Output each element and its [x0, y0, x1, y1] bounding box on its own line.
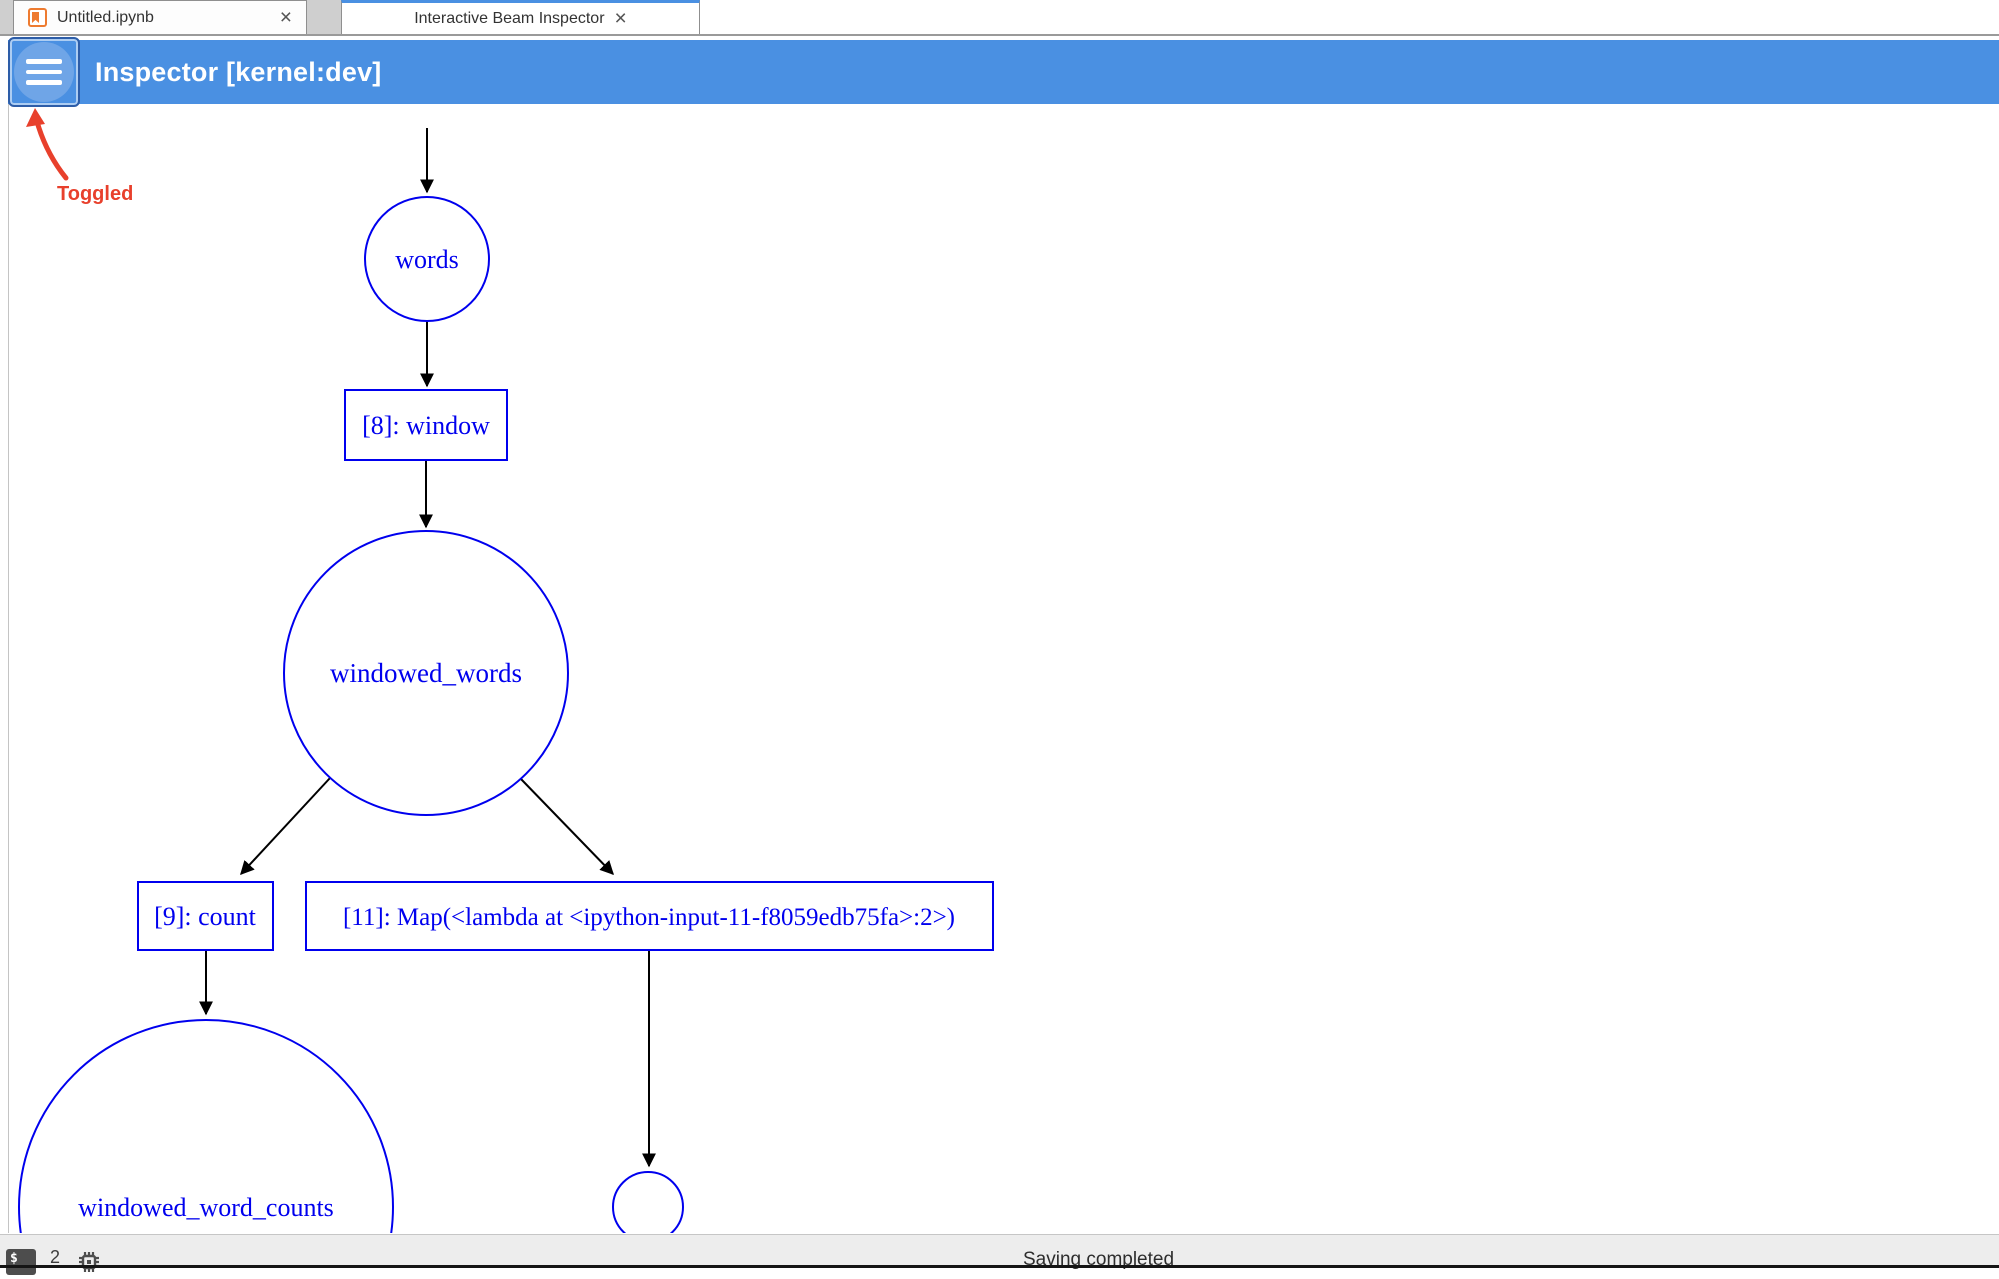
edge-windowedwords-count — [240, 777, 331, 876]
tab-bar: Untitled.ipynb × Interactive Beam Inspec… — [0, 0, 1999, 36]
annotation-toggled-label: Toggled — [57, 183, 134, 205]
pipeline-graph: words [8]: window windowed_words [9]: co… — [18, 128, 994, 1233]
node-windowed-word-counts-circle[interactable] — [18, 1019, 394, 1233]
inspector-header: Inspector [kernel:dev] — [8, 40, 1999, 104]
edge-windowedwords-map — [519, 777, 614, 876]
node-words-circle[interactable] — [364, 196, 490, 322]
tab-interactive-beam-inspector[interactable]: Interactive Beam Inspector × — [341, 0, 700, 34]
tab-untitled-label: Untitled.ipynb — [57, 8, 154, 26]
saving-status-message: Saving completed — [1023, 1249, 1175, 1270]
terminal-kernel-status[interactable]: $ 2 — [6, 1247, 102, 1279]
status-bar: $ 2 Saving completed — [0, 1234, 1999, 1275]
page-title: Inspector [kernel:dev] — [95, 56, 382, 87]
terminal-icon: $ — [6, 1249, 36, 1275]
tabbar-gap — [307, 0, 341, 34]
node-words-label: words — [395, 245, 459, 274]
node-windowed-word-counts-label: windowed_word_counts — [78, 1193, 334, 1222]
node-map-box[interactable] — [305, 881, 994, 951]
kernel-count: 2 — [50, 1247, 61, 1267]
tab-inspector-label: Interactive Beam Inspector — [414, 9, 605, 27]
node-map-label: [11]: Map(<lambda at <ipython-input-11-f… — [343, 904, 955, 931]
notebook-icon — [28, 8, 47, 27]
node-windowed-words-circle[interactable] — [283, 530, 569, 816]
node-map-output-circle[interactable] — [612, 1171, 684, 1233]
left-gutter-border — [8, 104, 9, 1233]
node-window-box[interactable] — [344, 389, 508, 461]
node-count-box[interactable] — [137, 881, 274, 951]
menu-toggle-button[interactable] — [8, 37, 80, 107]
hamburger-icon — [26, 59, 62, 85]
node-count-label: [9]: count — [154, 902, 257, 931]
window-bottom-edge — [0, 1265, 1999, 1268]
node-windowed-words-label: windowed_words — [330, 658, 522, 688]
close-tab-icon[interactable]: × — [614, 7, 627, 30]
tab-untitled-notebook[interactable]: Untitled.ipynb × — [13, 0, 307, 34]
close-tab-icon[interactable]: × — [279, 6, 292, 29]
bug-icon — [79, 1252, 100, 1272]
node-window-label: [8]: window — [362, 411, 490, 440]
tabbar-left-sliver — [0, 0, 13, 34]
